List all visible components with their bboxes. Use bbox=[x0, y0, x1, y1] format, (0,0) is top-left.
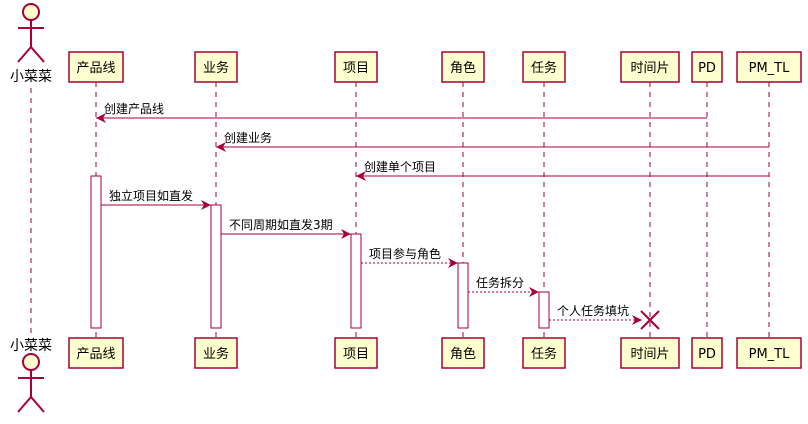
participant-role-bottom: 角色 bbox=[441, 337, 485, 369]
participant-label: 时间片 bbox=[630, 61, 669, 76]
participant-slot-bottom: 时间片 bbox=[620, 337, 680, 369]
participant-box bbox=[441, 337, 485, 369]
participant-box bbox=[194, 51, 238, 83]
activation-task bbox=[538, 291, 550, 329]
message-label: 项目参与角色 bbox=[369, 246, 441, 261]
participant-box bbox=[68, 51, 124, 83]
participant-role-top: 角色 bbox=[441, 51, 485, 83]
participant-box bbox=[736, 51, 802, 83]
participant-label: PD bbox=[698, 347, 716, 362]
participant-box bbox=[736, 337, 802, 369]
message-label: 创建业务 bbox=[224, 130, 272, 145]
activation-biz bbox=[210, 204, 222, 329]
participant-box bbox=[522, 337, 566, 369]
actor-label: 小菜菜 bbox=[10, 338, 52, 354]
actor-label: 小菜菜 bbox=[10, 69, 52, 85]
participant-box bbox=[620, 51, 680, 83]
message-label: 创建单个项目 bbox=[364, 160, 436, 174]
participant-biz-bottom: 业务 bbox=[194, 337, 238, 369]
message-6: 项目参与角色 bbox=[361, 246, 458, 268]
participant-label: 角色 bbox=[450, 346, 476, 362]
participant-box bbox=[334, 337, 378, 369]
participant-pmtl-bottom: PM_TL bbox=[736, 337, 802, 369]
participant-box bbox=[522, 51, 566, 83]
actor-xcc-top: 小菜菜 bbox=[10, 3, 52, 85]
participant-label: 业务 bbox=[203, 60, 229, 76]
participant-label: 产品线 bbox=[76, 347, 115, 362]
participant-label: 产品线 bbox=[76, 61, 115, 76]
participant-box bbox=[334, 51, 378, 83]
actor-figure-icon bbox=[17, 353, 45, 413]
participant-label: 项目 bbox=[343, 61, 369, 76]
participant-label: 任务 bbox=[531, 346, 557, 362]
participant-label: PD bbox=[698, 61, 716, 76]
participant-line-top: 产品线 bbox=[68, 51, 124, 83]
message-2: 创建业务 bbox=[216, 130, 769, 152]
actor-figure-icon bbox=[17, 3, 45, 63]
participant-label: 任务 bbox=[531, 60, 557, 76]
message-label: 创建产品线 bbox=[104, 102, 164, 116]
participant-proj-top: 项目 bbox=[334, 51, 378, 83]
activation-line bbox=[90, 175, 102, 329]
participant-pmtl-top: PM_TL bbox=[736, 51, 802, 83]
actor-xcc-bottom: 小菜菜 bbox=[10, 338, 52, 413]
participant-label: PM_TL bbox=[749, 61, 790, 76]
message-3: 创建单个项目 bbox=[356, 160, 769, 181]
participant-label: 时间片 bbox=[630, 347, 669, 362]
message-label: 个人任务填坑 bbox=[557, 303, 629, 318]
participant-label: 业务 bbox=[203, 346, 229, 362]
participant-box bbox=[691, 51, 723, 83]
participant-box bbox=[441, 51, 485, 83]
participant-label: 角色 bbox=[450, 60, 476, 76]
destroy-mark bbox=[640, 310, 660, 330]
participant-task-bottom: 任务 bbox=[522, 337, 566, 369]
activation-proj bbox=[350, 233, 362, 329]
participant-task-top: 任务 bbox=[522, 51, 566, 83]
message-label: 任务拆分 bbox=[476, 275, 524, 290]
activation-role bbox=[457, 262, 469, 329]
message-5: 不同周期如直发3期 bbox=[221, 217, 351, 239]
participant-slot-top: 时间片 bbox=[620, 51, 680, 83]
participant-label: 项目 bbox=[343, 347, 369, 362]
message-4: 独立项目如直发 bbox=[101, 188, 211, 210]
message-label: 独立项目如直发 bbox=[109, 188, 193, 203]
message-1: 创建产品线 bbox=[96, 102, 707, 123]
message-8: 个人任务填坑 bbox=[549, 303, 660, 330]
participant-biz-top: 业务 bbox=[194, 51, 238, 83]
message-label: 不同周期如直发3期 bbox=[229, 217, 333, 232]
participant-box bbox=[620, 337, 680, 369]
participant-pd-bottom: PD bbox=[691, 337, 723, 369]
participant-box bbox=[194, 337, 238, 369]
participant-pd-top: PD bbox=[691, 51, 723, 83]
participant-box bbox=[691, 337, 723, 369]
participant-box bbox=[68, 337, 124, 369]
participant-proj-bottom: 项目 bbox=[334, 337, 378, 369]
participant-line-bottom: 产品线 bbox=[68, 337, 124, 369]
participant-label: PM_TL bbox=[749, 347, 790, 362]
message-7: 任务拆分 bbox=[468, 275, 539, 297]
